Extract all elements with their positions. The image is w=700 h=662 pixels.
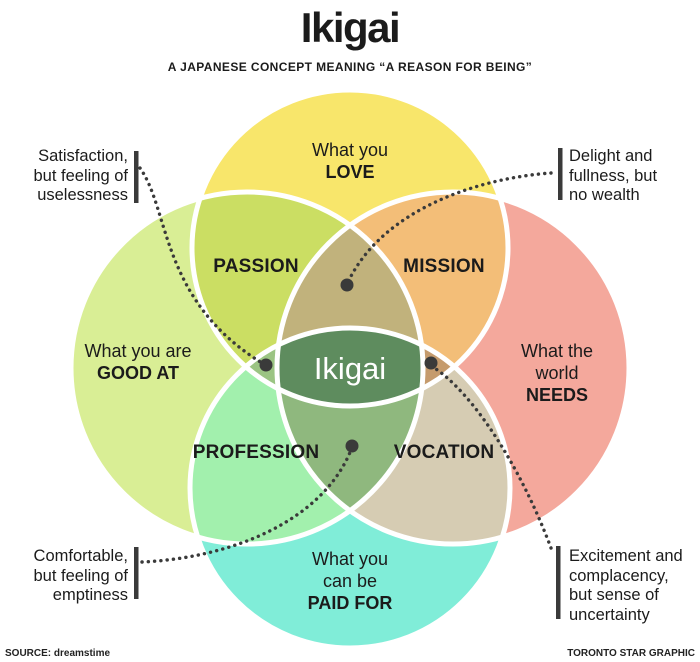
circle-outline-love bbox=[189, 87, 511, 409]
bar-bottom-right bbox=[556, 546, 561, 619]
label-needs-line1: What the bbox=[520, 341, 594, 361]
connector-top-left bbox=[138, 166, 264, 365]
annotation-bottom-right-line3: but sense of bbox=[569, 586, 659, 604]
annotation-bottom-left-line1: Comfortable, bbox=[33, 547, 128, 565]
label-paid-for-line1: What you bbox=[311, 549, 389, 569]
connector-bottom-right bbox=[431, 365, 553, 550]
annotation-top-right-line3: no wealth bbox=[569, 186, 640, 204]
page-title: Ikigai bbox=[300, 4, 401, 51]
dot-petal-right bbox=[424, 356, 438, 370]
annotation-top-left-line3: uselessness bbox=[37, 186, 128, 204]
label-mission: MISSION bbox=[403, 256, 485, 277]
label-vocation: VOCATION bbox=[393, 442, 495, 463]
bar-bottom-left bbox=[134, 547, 139, 599]
annotation-top-right-line1: Delight and bbox=[569, 147, 653, 165]
label-love-line1: What you bbox=[311, 140, 389, 160]
annotation-top-left: Satisfaction, but feeling of uselessness bbox=[6, 147, 129, 206]
label-profession: PROFESSION bbox=[192, 442, 320, 463]
petal-bottom bbox=[277, 328, 423, 544]
petal-top bbox=[277, 192, 423, 406]
circle-outline-good-at bbox=[68, 189, 426, 547]
annotation-bottom-right-line1: Excitement and bbox=[569, 547, 683, 565]
label-good-at: What you are GOOD AT bbox=[38, 340, 238, 384]
dot-petal-top bbox=[340, 278, 354, 292]
label-paid-for-line2: can be bbox=[322, 571, 378, 591]
bar-top-right bbox=[558, 148, 563, 200]
annotation-bottom-left: Comfortable, but feeling of emptiness bbox=[6, 547, 129, 606]
connector-bottom-left bbox=[140, 448, 353, 564]
bar-top-left bbox=[134, 151, 139, 203]
annotation-bottom-right-line4: uncertainty bbox=[569, 605, 650, 624]
label-passion: PASSION bbox=[213, 256, 299, 277]
circle-outline-needs bbox=[274, 189, 632, 547]
annotation-bottom-right: Excitement and complacency, but sense of… bbox=[569, 547, 699, 625]
annotation-top-left-line2: but feeling of bbox=[33, 166, 129, 185]
label-paid-for: What you can be PAID FOR bbox=[250, 548, 450, 614]
label-needs-line2: world bbox=[535, 363, 579, 383]
footer-source: SOURCE: dreamstime bbox=[5, 648, 111, 659]
label-good-at-line1: What you are bbox=[84, 341, 192, 361]
annotation-bottom-left-line2: but feeling of bbox=[33, 566, 129, 585]
footer-credit: TORONTO STAR GRAPHIC bbox=[567, 648, 695, 659]
annotation-top-left-line1: Satisfaction, bbox=[38, 147, 128, 165]
label-good-at-line2: GOOD AT bbox=[97, 363, 179, 383]
dot-petal-left bbox=[259, 358, 273, 372]
label-needs-line3: NEEDS bbox=[525, 385, 588, 405]
label-love: What you LOVE bbox=[250, 139, 450, 183]
connector-top-right bbox=[347, 171, 553, 282]
annotation-bottom-left-line3: emptiness bbox=[52, 586, 128, 604]
annotation-bottom-right-line2: complacency, bbox=[569, 566, 669, 585]
circle-outline-paid-for bbox=[187, 325, 513, 651]
label-needs: What the world NEEDS bbox=[457, 340, 657, 406]
label-ikigai-center: Ikigai bbox=[313, 351, 387, 386]
label-paid-for-line3: PAID FOR bbox=[307, 593, 393, 613]
annotation-top-right-line2: fullness, but bbox=[569, 166, 658, 185]
dot-petal-bottom bbox=[345, 439, 359, 453]
annotation-top-right: Delight and fullness, but no wealth bbox=[569, 147, 697, 206]
page-subtitle: A JAPANESE CONCEPT MEANING “A REASON FOR… bbox=[167, 60, 533, 74]
label-love-line2: LOVE bbox=[325, 162, 375, 182]
